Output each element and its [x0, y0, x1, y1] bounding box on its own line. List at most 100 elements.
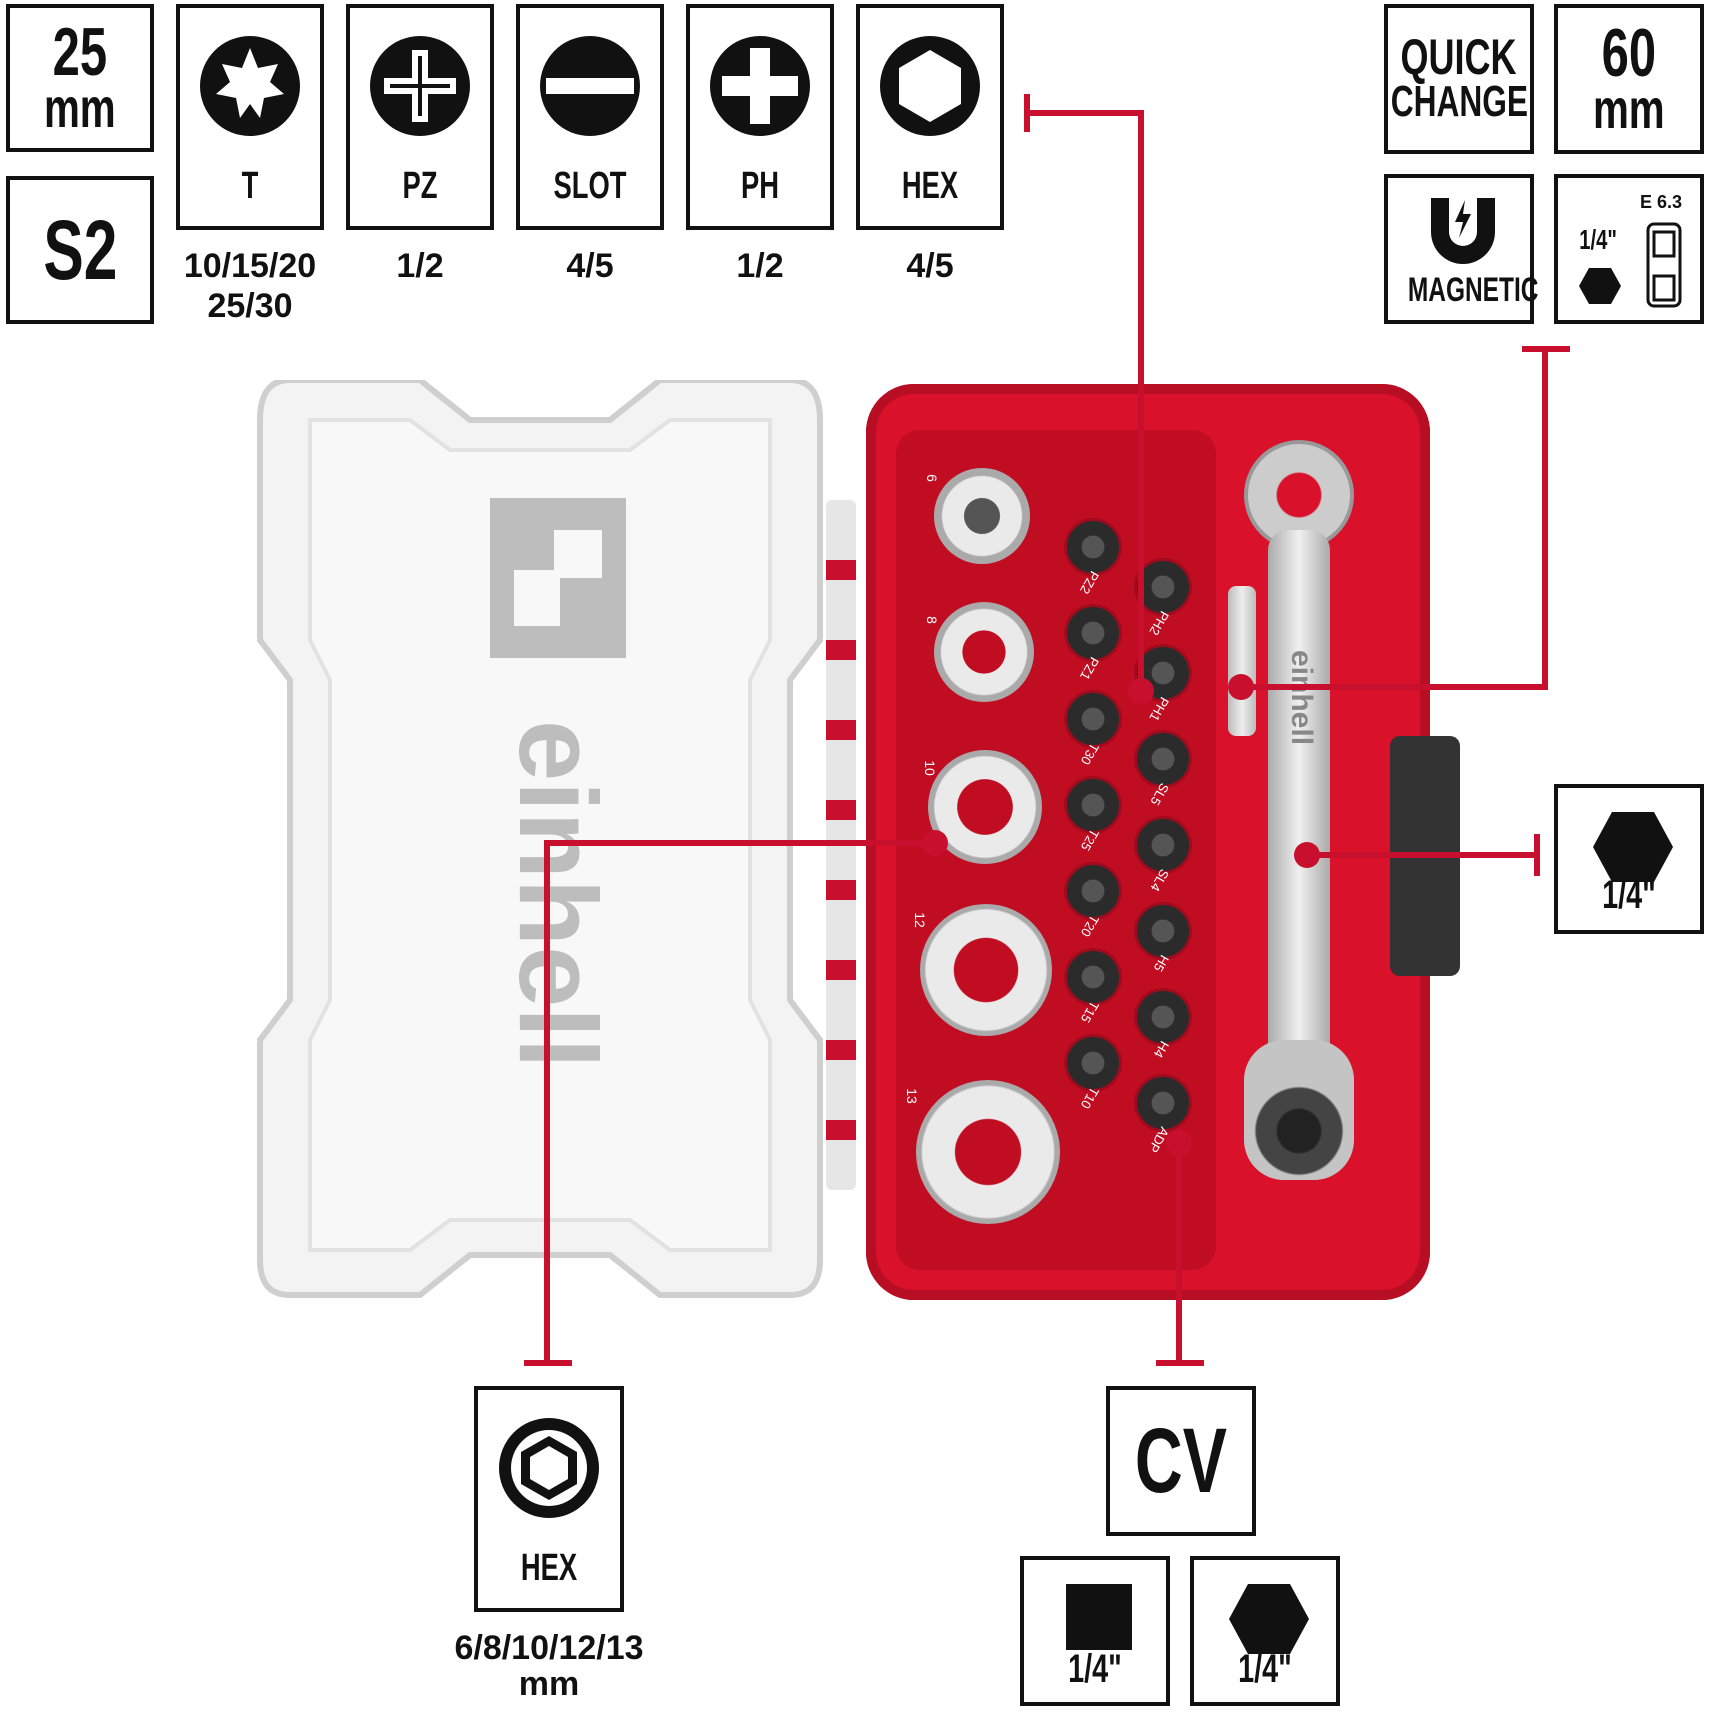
torx-sizes-line2: 25/30 — [207, 287, 293, 325]
adapter-square-label: 1/4" — [1068, 1647, 1122, 1691]
slot-icon — [540, 36, 640, 136]
holder-length-value: 60 — [1601, 15, 1657, 91]
callout-dot — [1228, 674, 1254, 700]
bit-type-label: T — [241, 165, 259, 207]
hex-icon — [880, 36, 980, 136]
ratchet-drive-label: 1/4" — [1602, 873, 1656, 917]
hex-solid-icon — [1229, 1584, 1309, 1654]
callout-holder-cap — [1522, 346, 1570, 352]
material-cv-label: CV — [1134, 1410, 1228, 1512]
bit-type-slot: SLOT — [516, 4, 664, 230]
socket-label: 10 — [921, 760, 938, 776]
bit-type-torx: T — [176, 4, 324, 230]
hex-socket-icon — [499, 1418, 599, 1518]
bit-holder — [1228, 586, 1256, 736]
bit-length-unit: mm — [44, 76, 116, 139]
material-cv-badge: CV — [1106, 1386, 1256, 1536]
quick-change-line1: QUICK — [1401, 29, 1518, 85]
sockets-sizes-line1: 6/8/10/12/13 — [454, 1629, 644, 1667]
adapter-square-badge: 1/4" — [1020, 1556, 1170, 1706]
callout-holder-h — [1242, 684, 1548, 690]
phillips-icon — [710, 36, 810, 136]
bit-length-value: 25 — [52, 14, 108, 90]
drive-fraction-label: 1/4" — [1579, 224, 1617, 255]
bit-type-label: SLOT — [553, 165, 627, 207]
bit-type-pozidriv: PZ — [346, 4, 494, 230]
bit-type-label: PH — [740, 165, 780, 207]
bit-type-hex: HEX — [856, 4, 1004, 230]
socket-label: 6 — [923, 474, 940, 482]
phillips-sizes: 1/2 — [736, 247, 784, 285]
socket-label: 12 — [911, 912, 928, 928]
callout-bits-h — [1024, 110, 1144, 116]
torx-icon — [200, 36, 300, 136]
adapter-hex-label: 1/4" — [1238, 1647, 1292, 1691]
hex-solid-small-icon — [1579, 268, 1621, 304]
bit-slot — [1134, 1074, 1192, 1132]
ratchet-drive-badge: 1/4" — [1554, 784, 1704, 934]
callout-adapter-v — [1176, 1140, 1182, 1364]
hex-solid-icon — [1593, 812, 1673, 882]
bit-slot — [1064, 604, 1122, 662]
bit-slot — [1134, 902, 1192, 960]
callout-holder-v — [1542, 346, 1548, 690]
callout-sockets-cap — [524, 1360, 572, 1366]
material-badge: S2 — [6, 176, 154, 324]
callout-ratchet-cap — [1534, 834, 1540, 876]
pozidriv-icon — [370, 36, 470, 136]
socket — [934, 468, 1030, 564]
callout-dot — [922, 830, 948, 856]
bit-slot — [1064, 862, 1122, 920]
callout-sockets-h — [544, 840, 936, 846]
bit-length-badge: 25 mm — [6, 4, 154, 152]
bit-shank-icon — [1646, 222, 1682, 308]
callout-bits-v — [1138, 110, 1144, 696]
callout-dot — [1128, 678, 1154, 704]
bit-slot — [1064, 518, 1122, 576]
magnetic-badge: MAGNETIC — [1384, 174, 1539, 324]
slot-sizes: 4/5 — [566, 247, 614, 285]
magnet-icon — [1431, 198, 1495, 264]
ratchet-brand: einhell — [1285, 650, 1318, 746]
drive-standard-badge: E 6.3 1/4" — [1554, 174, 1704, 324]
bit-slot — [1134, 816, 1192, 874]
callout-dot — [1166, 1130, 1192, 1156]
bit-type-phillips: PH — [686, 4, 834, 230]
socket — [934, 602, 1034, 702]
torx-sizes: 10/15/20 25/30 — [166, 246, 334, 326]
bit-type-label: PZ — [402, 165, 438, 207]
callout-ratchet-h — [1306, 852, 1540, 858]
sockets-label: HEX — [520, 1547, 578, 1589]
magnetic-label: MAGNETIC — [1407, 271, 1539, 309]
holder-length-badge: 60 mm — [1554, 4, 1704, 154]
sockets-sizes: 6/8/10/12/13 mm — [414, 1628, 684, 1703]
drive-standard-label: E 6.3 — [1639, 192, 1682, 212]
torx-sizes-line1: 10/15/20 — [183, 247, 317, 285]
material-label: S2 — [43, 203, 117, 297]
callout-adapter-cap — [1156, 1360, 1204, 1366]
holder-length-unit: mm — [1593, 77, 1665, 140]
callout-bits-cap — [1024, 94, 1030, 132]
socket — [920, 904, 1052, 1036]
bit-slot — [1134, 730, 1192, 788]
ratchet-handle — [1268, 530, 1330, 1070]
sockets-badge: HEX — [474, 1386, 624, 1612]
callout-sockets-v — [544, 840, 550, 1364]
square-drive-icon — [1066, 1584, 1132, 1650]
hex-sizes: 4/5 — [906, 247, 954, 285]
socket-label: 13 — [903, 1088, 920, 1104]
bit-slot — [1064, 1034, 1122, 1092]
ratchet-wrench: einhell — [1244, 440, 1354, 1180]
bit-type-label: HEX — [901, 165, 959, 207]
bit-slot — [1134, 988, 1192, 1046]
quick-change-badge: QUICK CHANGE — [1384, 4, 1534, 154]
quick-change-line2: CHANGE — [1390, 77, 1528, 126]
bit-slot — [1064, 948, 1122, 1006]
lid-brand-mark: einhell — [496, 720, 619, 1068]
socket — [916, 1080, 1060, 1224]
adapter-hex-badge: 1/4" — [1190, 1556, 1340, 1706]
bit-slot — [1064, 776, 1122, 834]
case-lid: einhell — [257, 380, 823, 1298]
sockets-sizes-unit: mm — [518, 1665, 580, 1703]
bit-slot — [1064, 690, 1122, 748]
